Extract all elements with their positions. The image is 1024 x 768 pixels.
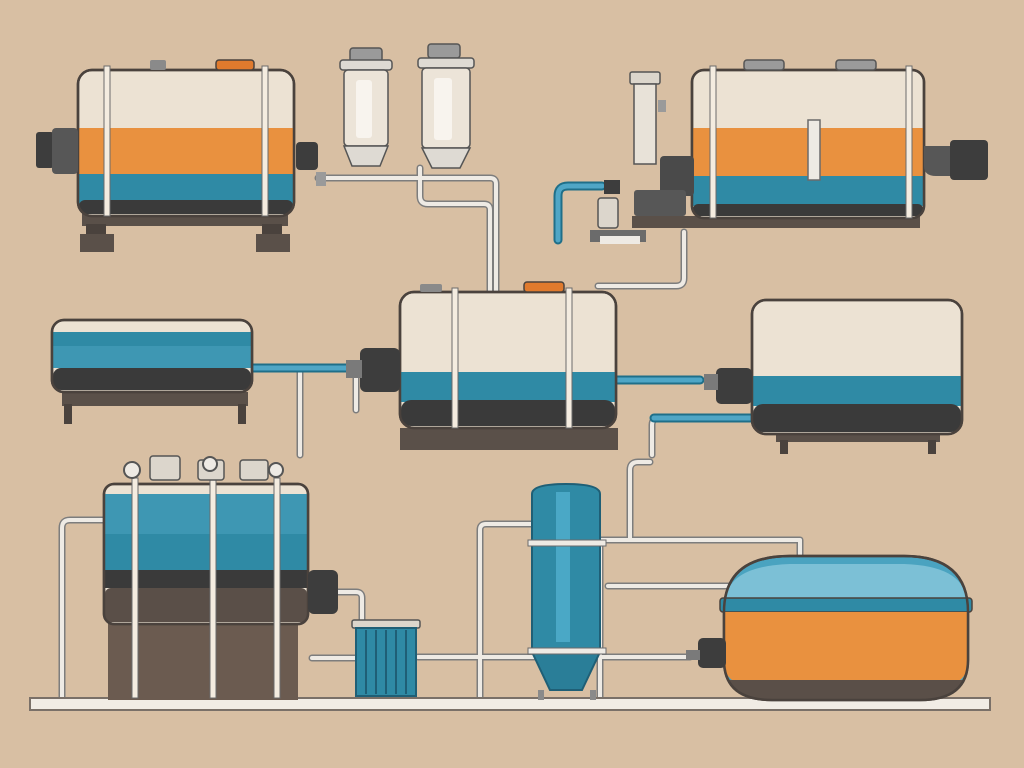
bottom-right-round-tank	[686, 554, 973, 702]
filter-cartridge-1	[339, 47, 393, 167]
vertical-teal-tank	[527, 482, 607, 700]
top-right-tank	[590, 59, 988, 244]
top-left-tank	[36, 59, 326, 252]
middle-left-tank	[50, 318, 254, 424]
center-tank	[346, 281, 618, 450]
middle-right-tank	[704, 298, 964, 454]
small-filter-canister	[351, 619, 421, 697]
bottom-left-tank	[102, 455, 338, 700]
filter-cartridge-2	[417, 43, 475, 169]
floor-rail	[29, 697, 991, 711]
